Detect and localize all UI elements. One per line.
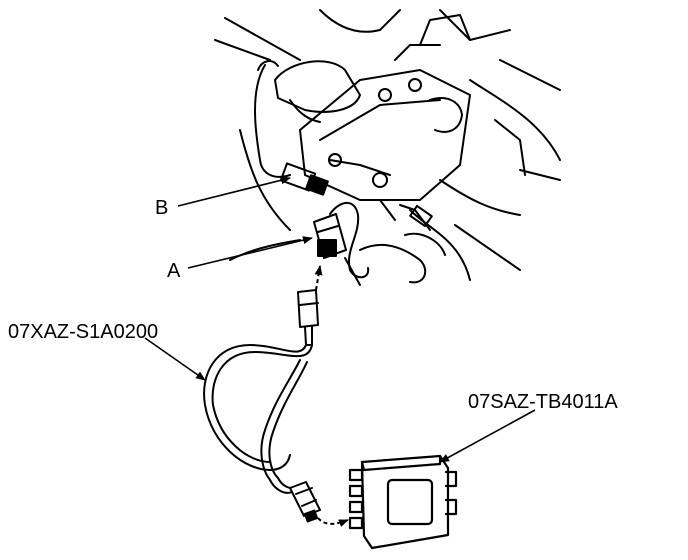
connector-b (254, 60, 329, 196)
callout-lines (144, 176, 536, 463)
callout-label-b: B (155, 197, 168, 219)
callout-label-tool-box: 07SAZ-TB4011A (468, 391, 618, 413)
steering-column-assembly (214, 9, 561, 284)
connect-arrow-box (317, 517, 349, 527)
callout-label-tool-cable: 07XAZ-S1A0200 (8, 321, 158, 343)
tester-box (348, 454, 458, 550)
connect-arrow-a (314, 265, 323, 291)
tool-cable (203, 289, 321, 523)
callout-label-a: A (167, 260, 181, 282)
connector-a (313, 201, 370, 286)
